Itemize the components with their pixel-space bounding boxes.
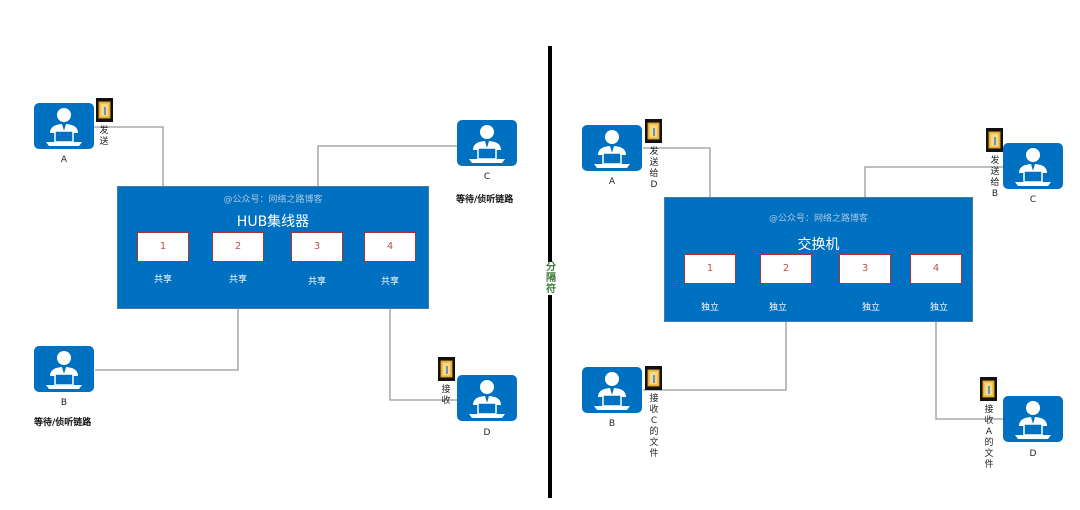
hub-user-a-note: 发送: [99, 126, 109, 147]
hub-title: HUB集线器: [236, 214, 310, 230]
wire-sw-d-port4: [935, 286, 1003, 420]
hub-user-b-icon: [34, 346, 94, 392]
switch-port-number: 4: [932, 263, 940, 274]
switch-port-4: 4: [910, 254, 962, 284]
hub-user-b-note: 等待/侦听链路: [34, 418, 92, 428]
switch-user-a-note: 发送给D: [649, 147, 659, 190]
switch-port-1: 1: [684, 254, 736, 284]
hub-port-1: 1: [137, 232, 189, 262]
switch-port-2: 2: [760, 254, 812, 284]
hub-port-label: 共享: [153, 275, 172, 285]
hub-port-label: 共享: [307, 277, 326, 287]
hub-user-d-name: D: [483, 428, 491, 438]
hub-user-c-note: 等待/侦听链路: [456, 195, 514, 205]
divider-label: 分隔符: [545, 262, 557, 295]
switch-port-label: 独立: [861, 303, 880, 313]
switch-user-d-file-icon: [980, 377, 997, 401]
switch-user-c-note: 发送给B: [990, 156, 1000, 199]
switch-watermark: @公众号：网络之路博客: [768, 214, 868, 224]
switch-user-a-name: A: [608, 177, 616, 187]
switch-user-c-name: C: [1029, 195, 1037, 205]
switch-port-number: 1: [706, 263, 714, 274]
hub-user-a-icon: [34, 103, 94, 149]
hub-port-number: 4: [386, 241, 394, 252]
hub-device: @公众号：网络之路博客 HUB集线器 1 2 3 4 共享 共享 共享 共享: [117, 186, 429, 309]
hub-user-a-name: A: [60, 155, 68, 165]
switch-user-b-note: 接收C的文件: [649, 394, 659, 459]
switch-port-label: 独立: [929, 303, 948, 313]
switch-port-label: 独立: [768, 303, 787, 313]
hub-user-d-icon: [457, 375, 517, 421]
switch-title: 交换机: [797, 237, 840, 253]
switch-user-b-file-icon: [645, 366, 662, 390]
hub-port-number: 3: [313, 241, 321, 252]
switch-user-d-name: D: [1029, 449, 1037, 459]
switch-port-number: 3: [861, 263, 869, 274]
hub-port-label: 共享: [380, 277, 399, 287]
switch-user-a-icon: [582, 125, 642, 171]
hub-watermark: @公众号：网络之路博客: [223, 195, 323, 205]
hub-port-number: 1: [159, 241, 167, 252]
hub-port-label: 共享: [228, 275, 247, 285]
hub-user-d-file-icon: [438, 357, 455, 381]
switch-port-3: 3: [839, 254, 891, 284]
hub-user-c-name: C: [483, 172, 491, 182]
hub-user-b-name: B: [60, 398, 68, 408]
switch-user-b-icon: [582, 367, 642, 413]
hub-port-2: 2: [212, 232, 264, 262]
hub-port-4: 4: [364, 232, 416, 262]
switch-user-d-note: 接收A的文件: [984, 405, 994, 470]
switch-port-label: 独立: [700, 303, 719, 313]
hub-port-number: 2: [234, 241, 242, 252]
switch-user-b-name: B: [608, 419, 616, 429]
hub-port-3: 3: [291, 232, 343, 262]
hub-user-c-icon: [457, 120, 517, 166]
switch-port-number: 2: [782, 263, 790, 274]
switch-user-c-icon: [1003, 143, 1063, 189]
hub-user-d-note: 接收: [441, 385, 451, 406]
switch-user-d-icon: [1003, 396, 1063, 442]
switch-device: @公众号：网络之路博客 交换机 1 2 3 4 独立 独立 独立 独立: [664, 197, 973, 322]
hub-user-a-file-icon: [96, 98, 113, 122]
switch-user-a-file-icon: [645, 119, 662, 143]
switch-user-c-file-icon: [986, 128, 1003, 152]
